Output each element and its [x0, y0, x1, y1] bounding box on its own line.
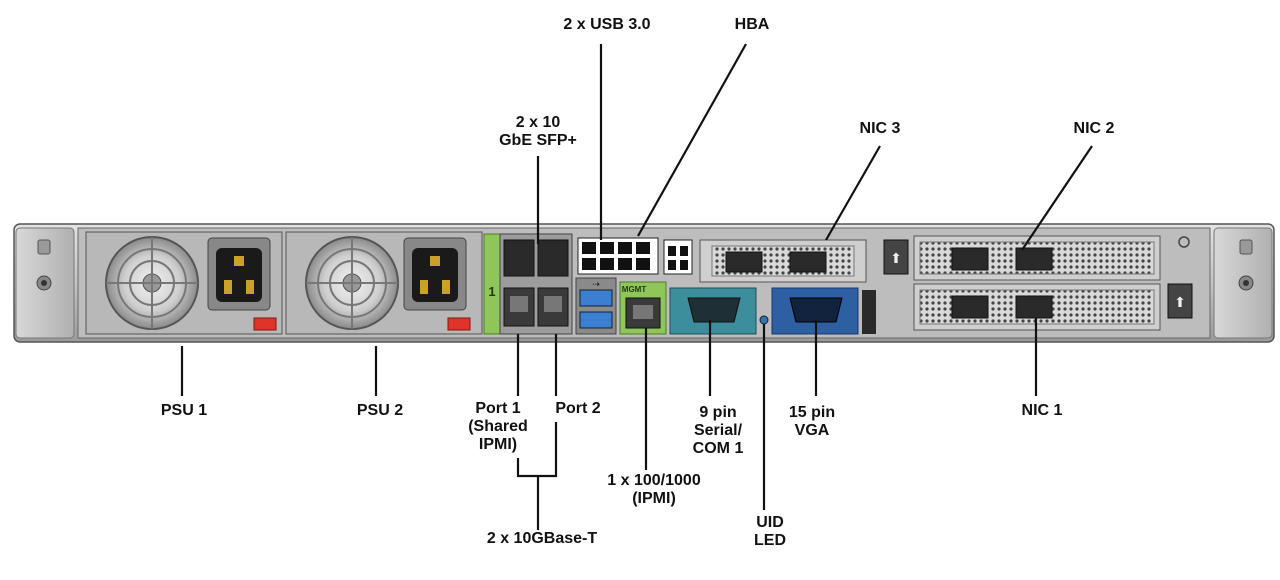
- nic2-label-text: NIC 2: [1073, 120, 1115, 137]
- nic1-label-text: NIC 1: [1021, 402, 1063, 419]
- pcie-latch-upper[interactable]: [883, 239, 909, 275]
- mgmt-port: MGMT: [619, 281, 667, 335]
- nic-3-port-1[interactable]: [725, 251, 763, 273]
- nic3-label-text: NIC 3: [859, 120, 901, 137]
- ipmi-label: 1 x 100/1000 (IPMI): [607, 472, 700, 508]
- psu-2-fan: [305, 236, 399, 330]
- psu-2-release-latch[interactable]: [447, 317, 471, 331]
- mgmt-label: MGMT: [622, 285, 647, 294]
- port1-label: Port 1 (Shared IPMI): [468, 400, 528, 454]
- hba-label: HBA: [735, 16, 770, 34]
- psu1-label-text: PSU 1: [160, 402, 208, 419]
- serial-label-line2: Serial/: [693, 422, 743, 439]
- nic3-label: NIC 3: [860, 120, 901, 138]
- serial-label: 9 pin Serial/ COM 1: [693, 404, 744, 458]
- nic-2-port-1[interactable]: [951, 247, 989, 271]
- uid-led[interactable]: [759, 315, 769, 325]
- sfp-port-1[interactable]: [503, 239, 535, 277]
- left-rack-ear: [15, 227, 75, 339]
- port1-label-line1: Port 1: [475, 400, 521, 417]
- serial-label-line1: 9 pin: [699, 404, 737, 421]
- port-group-number: 1: [488, 284, 495, 299]
- usb-symbol-icon: ⇢: [592, 280, 600, 290]
- psu-1-power-inlet: [207, 237, 271, 311]
- nic2-label: NIC 2: [1074, 120, 1115, 138]
- network-port-block: [499, 233, 573, 335]
- uid-label-line1: UID: [756, 514, 784, 531]
- sfp-label: 2 x 10 GbE SFP+: [499, 114, 577, 150]
- psu1-label: PSU 1: [161, 402, 207, 420]
- port1-label-line2: (Shared: [468, 418, 528, 435]
- port2-label-text: Port 2: [555, 400, 601, 417]
- nic1-label: NIC 1: [1022, 402, 1063, 420]
- port2-label: Port 2: [555, 400, 600, 418]
- usb-ports: ⇢: [575, 277, 617, 335]
- vga-label-line2: VGA: [794, 422, 830, 439]
- psu2-label-text: PSU 2: [356, 402, 404, 419]
- rj45-port-1[interactable]: [503, 287, 535, 327]
- ipmi-label-line1: 1 x 100/1000: [607, 472, 701, 489]
- hba-vent: [577, 237, 693, 275]
- pcie-latch-lower[interactable]: [1167, 283, 1193, 319]
- psu-1-fan: [105, 236, 199, 330]
- right-rack-ear: [1213, 227, 1273, 339]
- vga-label-line1: 15 pin: [788, 404, 836, 421]
- vga-connector[interactable]: [789, 297, 843, 323]
- callout-lines: [180, 43, 1093, 530]
- tengbase-label-text: 2 x 10GBase-T: [486, 530, 598, 547]
- psu-1-release-latch[interactable]: [253, 317, 277, 331]
- uid-label: UID LED: [754, 514, 786, 550]
- tengbase-label: 2 x 10GBase-T: [487, 530, 597, 548]
- sfp-label-line1: 2 x 10: [515, 114, 561, 131]
- nic-3-card: [699, 239, 867, 283]
- sfp-label-line2: GbE SFP+: [499, 132, 577, 149]
- psu-1: [85, 231, 283, 335]
- usb-port-2[interactable]: [579, 311, 613, 329]
- port-group-1-marker: 1: [483, 233, 501, 335]
- arrow-up-icon: ⬆: [1174, 295, 1186, 311]
- usb-label-text: 2 x USB 3.0: [563, 16, 651, 33]
- db9-connector[interactable]: [687, 297, 741, 323]
- nic-1-port-2[interactable]: [1015, 295, 1053, 319]
- uid-label-line2: LED: [754, 532, 786, 549]
- port1-label-line3: IPMI): [478, 436, 518, 453]
- serial-port: [669, 287, 757, 335]
- hba-label-text: HBA: [734, 16, 770, 33]
- usb-port-1[interactable]: [579, 289, 613, 307]
- nic-1-port-1[interactable]: [951, 295, 989, 319]
- psu-2-power-inlet: [403, 237, 467, 311]
- serial-label-line3: COM 1: [692, 440, 744, 457]
- nic-2-card: [913, 235, 1161, 281]
- nic-2-port-2[interactable]: [1015, 247, 1053, 271]
- nic-3-port-2[interactable]: [789, 251, 827, 273]
- vga-label: 15 pin VGA: [789, 404, 835, 440]
- psu-2: [285, 231, 483, 335]
- psu2-label: PSU 2: [357, 402, 403, 420]
- sfp-port-2[interactable]: [537, 239, 569, 277]
- usb-label: 2 x USB 3.0: [563, 16, 650, 34]
- rj45-port-2[interactable]: [537, 287, 569, 327]
- ipmi-label-line2: (IPMI): [632, 490, 676, 507]
- arrow-up-icon: ⬆: [890, 251, 902, 267]
